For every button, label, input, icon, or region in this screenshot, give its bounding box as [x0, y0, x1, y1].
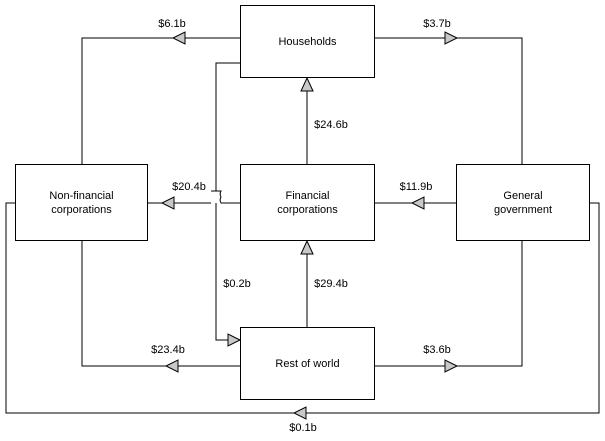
connector-fincorp-to-households [300, 76, 314, 164]
arrowhead-left [171, 31, 186, 45]
arrowhead-left [292, 406, 307, 420]
edge-label-households-to-restofworld: $0.2b [223, 278, 251, 290]
edge-label-government-to-fincorp: $11.9b [399, 181, 433, 193]
arrowhead-right [444, 359, 459, 373]
connector-restofworld-to-nfc [81, 241, 240, 373]
connector-government-to-nfc [5, 202, 600, 420]
connector-restofworld-to-government [375, 241, 523, 373]
node-non-financial-corporations[interactable]: Non-financial corporations [15, 164, 148, 241]
arrowhead-right [227, 333, 242, 347]
edge-label-government-to-nfc: $0.1b [289, 422, 317, 434]
connector-households-to-restofworld [215, 62, 242, 347]
arrowhead-left [410, 196, 425, 210]
edge-label-fincorp-to-nfc: $20.4b [172, 181, 206, 193]
edge-label-restofworld-to-fincorp: $29.4b [314, 278, 348, 290]
node-general-government-label: General government [493, 189, 553, 216]
arrowhead-up [300, 76, 314, 92]
edge-label-restofworld-to-government: $3.6b [423, 344, 451, 356]
node-households-label: Households [278, 35, 337, 48]
connector-households-to-government [375, 31, 523, 164]
edge-label-fincorp-to-households: $24.6b [314, 119, 348, 131]
arrowhead-right [444, 31, 459, 45]
arrowhead-left [164, 359, 179, 373]
node-financial-corporations-label: Financial corporations [277, 189, 338, 216]
edge-label-households-to-government: $3.7b [423, 18, 451, 30]
connector-restofworld-to-fincorp [300, 239, 314, 327]
node-rest-of-world[interactable]: Rest of world [240, 327, 375, 400]
edge-label-households-to-nfc: $6.1b [158, 18, 186, 30]
node-non-financial-corporations-label: Non-financial corporations [49, 189, 114, 216]
node-financial-corporations[interactable]: Financial corporations [240, 164, 375, 241]
connector-government-to-fincorp [375, 196, 456, 210]
arrowhead-left [160, 196, 175, 210]
connector-households-to-nfc [81, 31, 240, 164]
connector-fincorp-to-nfc [148, 190, 240, 210]
edge-label-restofworld-to-nfc: $23.4b [151, 344, 185, 356]
node-households[interactable]: Households [240, 5, 375, 78]
arrowhead-up [300, 239, 314, 255]
node-rest-of-world-label: Rest of world [275, 357, 340, 370]
node-general-government[interactable]: General government [456, 164, 590, 241]
